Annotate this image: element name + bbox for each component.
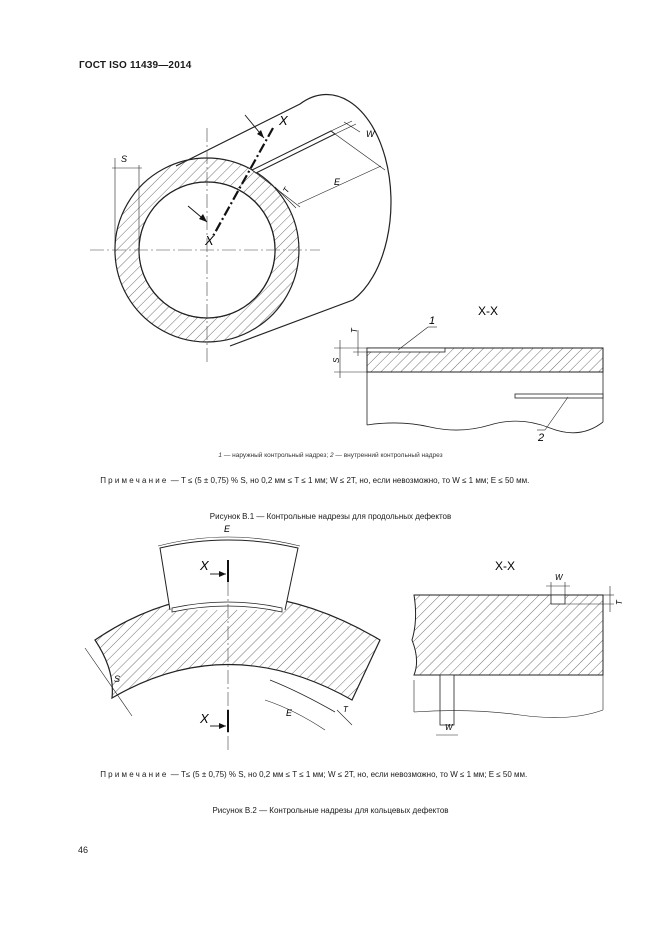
- label-x2-top: X: [199, 558, 210, 573]
- label-e-top: E: [224, 524, 231, 534]
- leader-1: 1: [429, 315, 435, 327]
- figure-b2-note: Примечание — Т≤ (5 ± 0,75) % S, но 0,2 м…: [100, 770, 528, 779]
- section-label-t: T: [350, 327, 359, 333]
- figure-b1-caption: Рисунок В.1 — Контрольные надрезы для пр…: [209, 512, 452, 521]
- page-number: 46: [78, 845, 89, 855]
- label-w: W: [366, 129, 376, 139]
- leader-2: 2: [537, 432, 544, 444]
- label-t3: T: [615, 599, 624, 605]
- section-label-s: S: [332, 357, 341, 363]
- label-e2: E: [286, 708, 293, 718]
- label-t: T: [281, 185, 292, 195]
- label-w2-bottom: W: [445, 723, 454, 732]
- label-e: E: [334, 177, 341, 187]
- label-w2-top: W: [555, 573, 564, 582]
- label-t2: T: [343, 705, 349, 714]
- section-line: [211, 127, 274, 239]
- label-s2: S: [114, 674, 120, 684]
- figure-b2-drawing: E X X S E T X-X W T W: [84, 524, 624, 750]
- section-title-2: X-X: [495, 559, 515, 573]
- figure-b1-legend: 1 — наружный контрольный надрез; 2 — вну…: [218, 452, 443, 459]
- ring-segment: [94, 594, 381, 701]
- label-x-top: X: [278, 113, 289, 128]
- figure-b1-drawing: X X W E T S X-X S T 1 2: [90, 93, 604, 444]
- label-s: S: [121, 154, 127, 164]
- section-title-1: X-X: [478, 304, 498, 318]
- label-x-bottom: X: [204, 233, 215, 248]
- figure-b2-caption: Рисунок В.2 — Контрольные надрезы для ко…: [212, 806, 449, 815]
- label-x2-bottom: X: [199, 711, 210, 726]
- document-header: ГОСТ ISO 11439—2014: [79, 60, 192, 71]
- figure-b1-note: Примечание — T ≤ (5 ± 0,75) % S, но 0,2 …: [100, 476, 530, 485]
